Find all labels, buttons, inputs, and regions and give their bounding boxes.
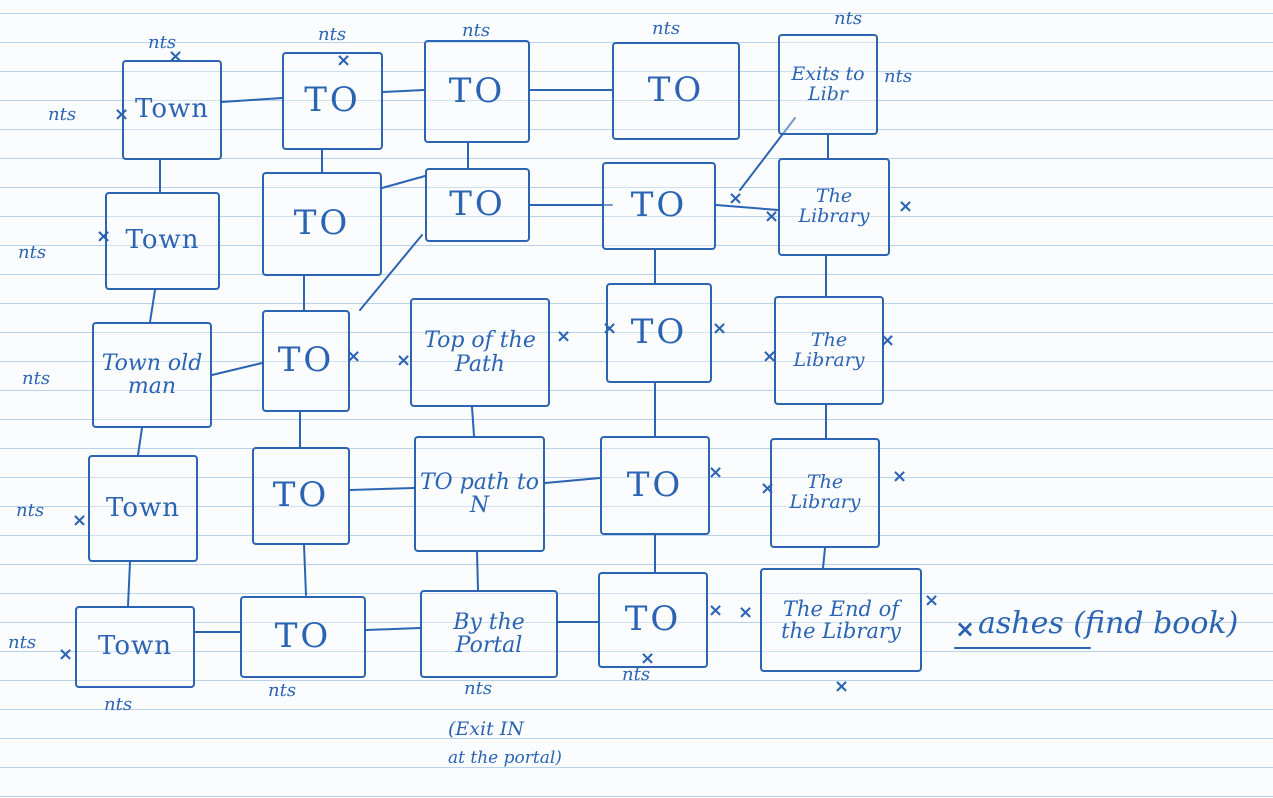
- node-r4c3: TO path to N: [414, 436, 545, 552]
- node-r1c1: Town: [122, 60, 222, 160]
- link-r4-c2-c3: [349, 487, 415, 491]
- node-r4c5: The Library: [770, 438, 880, 548]
- link-c1-r4-r5: [127, 561, 131, 607]
- note-nts: nts: [464, 678, 493, 699]
- node-r2c3: TO: [425, 168, 530, 242]
- cross-mark: ×: [168, 46, 184, 67]
- note-exit-in: (Exit IN: [448, 718, 524, 740]
- note-nts: nts: [834, 8, 863, 29]
- cross-mark: ×: [708, 600, 724, 621]
- link-r1-c2-c3: [382, 89, 425, 93]
- cross-mark: ×: [640, 648, 656, 669]
- cross-mark: ×: [396, 350, 412, 371]
- note-nts: nts: [318, 24, 347, 45]
- node-r3c4: TO: [606, 283, 712, 383]
- cross-mark: ×: [346, 346, 362, 367]
- cross-mark: ×: [760, 478, 776, 499]
- link-r5-c2-c3: [365, 627, 421, 631]
- link-c1-r2-r3: [149, 289, 156, 323]
- note-nts: nts: [22, 368, 51, 389]
- cross-mark: ×: [955, 615, 976, 643]
- cross-mark: ×: [738, 602, 754, 623]
- node-r2c1: Town: [105, 192, 220, 290]
- node-r2c5: The Library: [778, 158, 890, 256]
- link-r2-c4-c5: [715, 204, 779, 211]
- node-r3c5: The Library: [774, 296, 884, 405]
- note-nts: nts: [268, 680, 297, 701]
- cross-mark: ×: [892, 466, 908, 487]
- link-diagonal-r2: [381, 175, 426, 189]
- link-r4-c3-c4: [544, 477, 601, 484]
- node-r4c2: TO: [252, 447, 350, 545]
- node-r1c2: TO: [282, 52, 383, 150]
- note-nts: nts: [48, 104, 77, 125]
- cross-mark: ×: [602, 318, 618, 339]
- cross-mark: ×: [336, 50, 352, 71]
- cross-mark: ×: [898, 196, 914, 217]
- link-diagonal-library-exit: [739, 117, 796, 191]
- node-r5c1: Town: [75, 606, 195, 688]
- cross-mark: ×: [72, 510, 88, 531]
- note-nts: nts: [16, 500, 45, 521]
- node-r1c4: TO: [612, 42, 740, 140]
- note-nts: nts: [104, 694, 133, 715]
- node-r1c3: TO: [424, 40, 530, 143]
- node-r4c1: Town: [88, 455, 198, 562]
- node-r3c3: Top of the Path: [410, 298, 550, 407]
- note-at-the-portal: at the portal): [448, 748, 562, 768]
- link-diagonal-r2-r3: [359, 234, 423, 311]
- note-nts: nts: [622, 664, 651, 685]
- link-c5-r4-r5: [822, 547, 826, 569]
- cross-mark: ×: [58, 644, 74, 665]
- cross-mark: ×: [96, 226, 112, 247]
- note-nts: nts: [18, 242, 47, 263]
- cross-mark: ×: [728, 188, 744, 209]
- cross-mark: ×: [708, 462, 724, 483]
- cross-mark: ×: [880, 330, 896, 351]
- node-r3c1: Town old man: [92, 322, 212, 428]
- note-nts: nts: [462, 20, 491, 41]
- node-r2c4: TO: [602, 162, 716, 250]
- node-r5c3: By the Portal: [420, 590, 558, 678]
- node-r2c2: TO: [262, 172, 382, 276]
- link-c3-r4-r5: [476, 551, 479, 591]
- note-nts: nts: [884, 66, 913, 87]
- node-r5c2: TO: [240, 596, 366, 678]
- link-c3-r3-r4: [471, 406, 475, 437]
- cross-mark: ×: [712, 318, 728, 339]
- link-r1-c1-c2: [221, 97, 283, 103]
- note-nts: nts: [8, 632, 37, 653]
- cross-mark: ×: [834, 676, 850, 697]
- note-nts: nts: [148, 32, 177, 53]
- node-r5c5: The End of the Library: [760, 568, 922, 672]
- node-r4c4: TO: [600, 436, 710, 535]
- cross-mark: ×: [764, 206, 780, 227]
- cross-mark: ×: [114, 104, 130, 125]
- link-r3-c1-c2: [211, 362, 263, 376]
- cross-mark: ×: [762, 346, 778, 367]
- link-c1-r3-r4: [137, 427, 143, 456]
- note-ashes: ashes (find book): [978, 606, 1239, 641]
- node-r5c4: TO: [598, 572, 708, 668]
- node-r3c2: TO: [262, 310, 350, 412]
- note-nts: nts: [652, 18, 681, 39]
- cross-mark: ×: [924, 590, 940, 611]
- cross-mark: ×: [556, 326, 572, 347]
- link-c2-r4-r5: [303, 544, 307, 596]
- node-r1c5: Exits to Libr: [778, 34, 878, 135]
